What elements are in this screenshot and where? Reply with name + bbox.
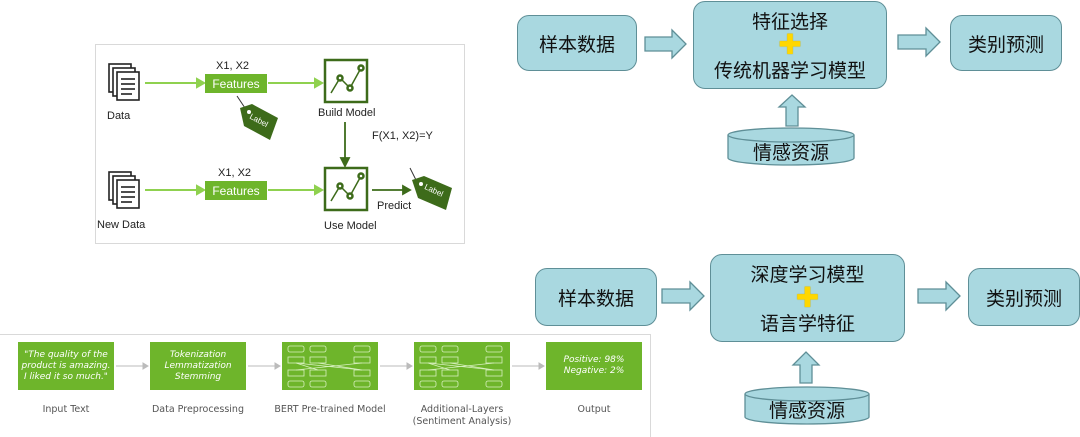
input-text-box: "The quality of the product is amazing. … — [18, 342, 114, 390]
traditional-ml-text: 传统机器学习模型 — [713, 60, 866, 82]
function-label: F(X1, X2)=Y — [372, 130, 433, 142]
plus-icon: ✚ — [778, 28, 802, 61]
label-tag-icon-1 — [236, 95, 278, 140]
prediction-box-bottom: 类别预测 — [968, 268, 1080, 326]
plus-icon: ✚ — [795, 281, 820, 314]
stage-label-preprocessing: Data Preprocessing — [151, 404, 244, 415]
stage-label-additional-layers: Additional-Layers — [420, 404, 504, 415]
new-data-document-icon — [108, 171, 140, 209]
resource-cylinder-bottom — [744, 386, 870, 425]
stage-label-sentiment: (Sentiment Analysis) — [412, 416, 512, 427]
ml-diagram-panel — [95, 44, 465, 244]
deep-learning-text: 深度学习模型 — [750, 264, 865, 286]
preprocessing-box: Tokenization Lemmatization Stemming — [150, 342, 246, 390]
stage-label-input: Input Text — [42, 404, 90, 415]
resource-label-top: 情感资源 — [752, 142, 829, 164]
resource-label-bottom: 情感资源 — [768, 400, 845, 422]
features-box-bottom: Features — [205, 181, 267, 200]
build-model-icon — [323, 58, 369, 104]
stemming-text: Stemming — [174, 371, 222, 382]
new-data-label: New Data — [97, 219, 146, 231]
model-box-top: 特征选择 ✚ 传统机器学习模型 — [693, 1, 887, 89]
sample-data-box-bottom: 样本数据 — [535, 268, 657, 326]
additional-layers-icon — [414, 342, 510, 390]
features-box-top: Features — [205, 74, 267, 93]
input-text-content: "The quality of the product is amazing. … — [21, 349, 111, 382]
data-label: Data — [107, 110, 131, 122]
use-model-icon — [323, 166, 369, 212]
predict-label: Predict — [377, 200, 412, 212]
prediction-box-top: 类别预测 — [950, 15, 1062, 71]
use-model-label: Use Model — [324, 220, 377, 232]
stage-label-output: Output — [577, 404, 611, 415]
tokenization-text: Tokenization — [169, 349, 227, 360]
positive-score: Positive: 98% — [563, 355, 625, 365]
data-document-icon — [108, 63, 140, 101]
label-tag-icon-2 — [409, 167, 452, 210]
build-model-label: Build Model — [318, 107, 376, 119]
sample-data-box-top: 样本数据 — [517, 15, 637, 71]
stage-label-bert: BERT Pre-trained Model — [274, 404, 386, 415]
bert-model-icon — [282, 342, 378, 390]
resource-cylinder-top — [727, 127, 855, 166]
feature-selection-text: 特征选择 — [751, 11, 828, 33]
linguistic-features-text: 语言学特征 — [759, 313, 855, 335]
lemmatization-text: Lemmatization — [164, 360, 232, 371]
x-label-bottom: X1, X2 — [218, 167, 252, 179]
model-box-bottom: 深度学习模型 ✚ 语言学特征 — [710, 254, 905, 342]
output-box: Positive: 98% Negative: 2% — [546, 342, 642, 390]
negative-score: Negative: 2% — [563, 366, 625, 376]
x-label-top: X1, X2 — [216, 60, 250, 72]
